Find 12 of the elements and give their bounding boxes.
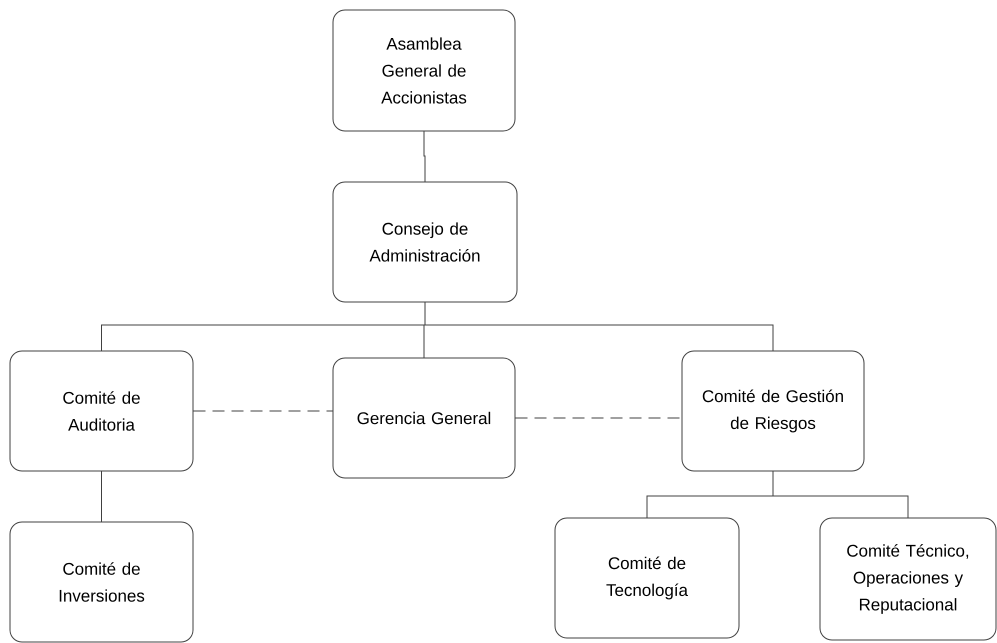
connector-line <box>772 471 908 518</box>
connector-line <box>193 410 333 412</box>
org-box: Comité de Inversiones <box>10 522 194 642</box>
org-box: Consejo de Administración <box>332 182 518 302</box>
connector-line <box>424 131 426 182</box>
org-box: Comité de Tecnología <box>554 518 740 638</box>
org-box: Gerencia General <box>332 358 516 478</box>
org-box: Asamblea General de Accionistas <box>332 10 516 132</box>
org-box: Comité de Auditoria <box>10 350 194 472</box>
org-box: Comité Técnico, Operaciones y Reputacional <box>820 518 996 640</box>
connector-line <box>101 471 102 522</box>
org-box: Comité de Gestión de Riesgos <box>682 350 864 472</box>
